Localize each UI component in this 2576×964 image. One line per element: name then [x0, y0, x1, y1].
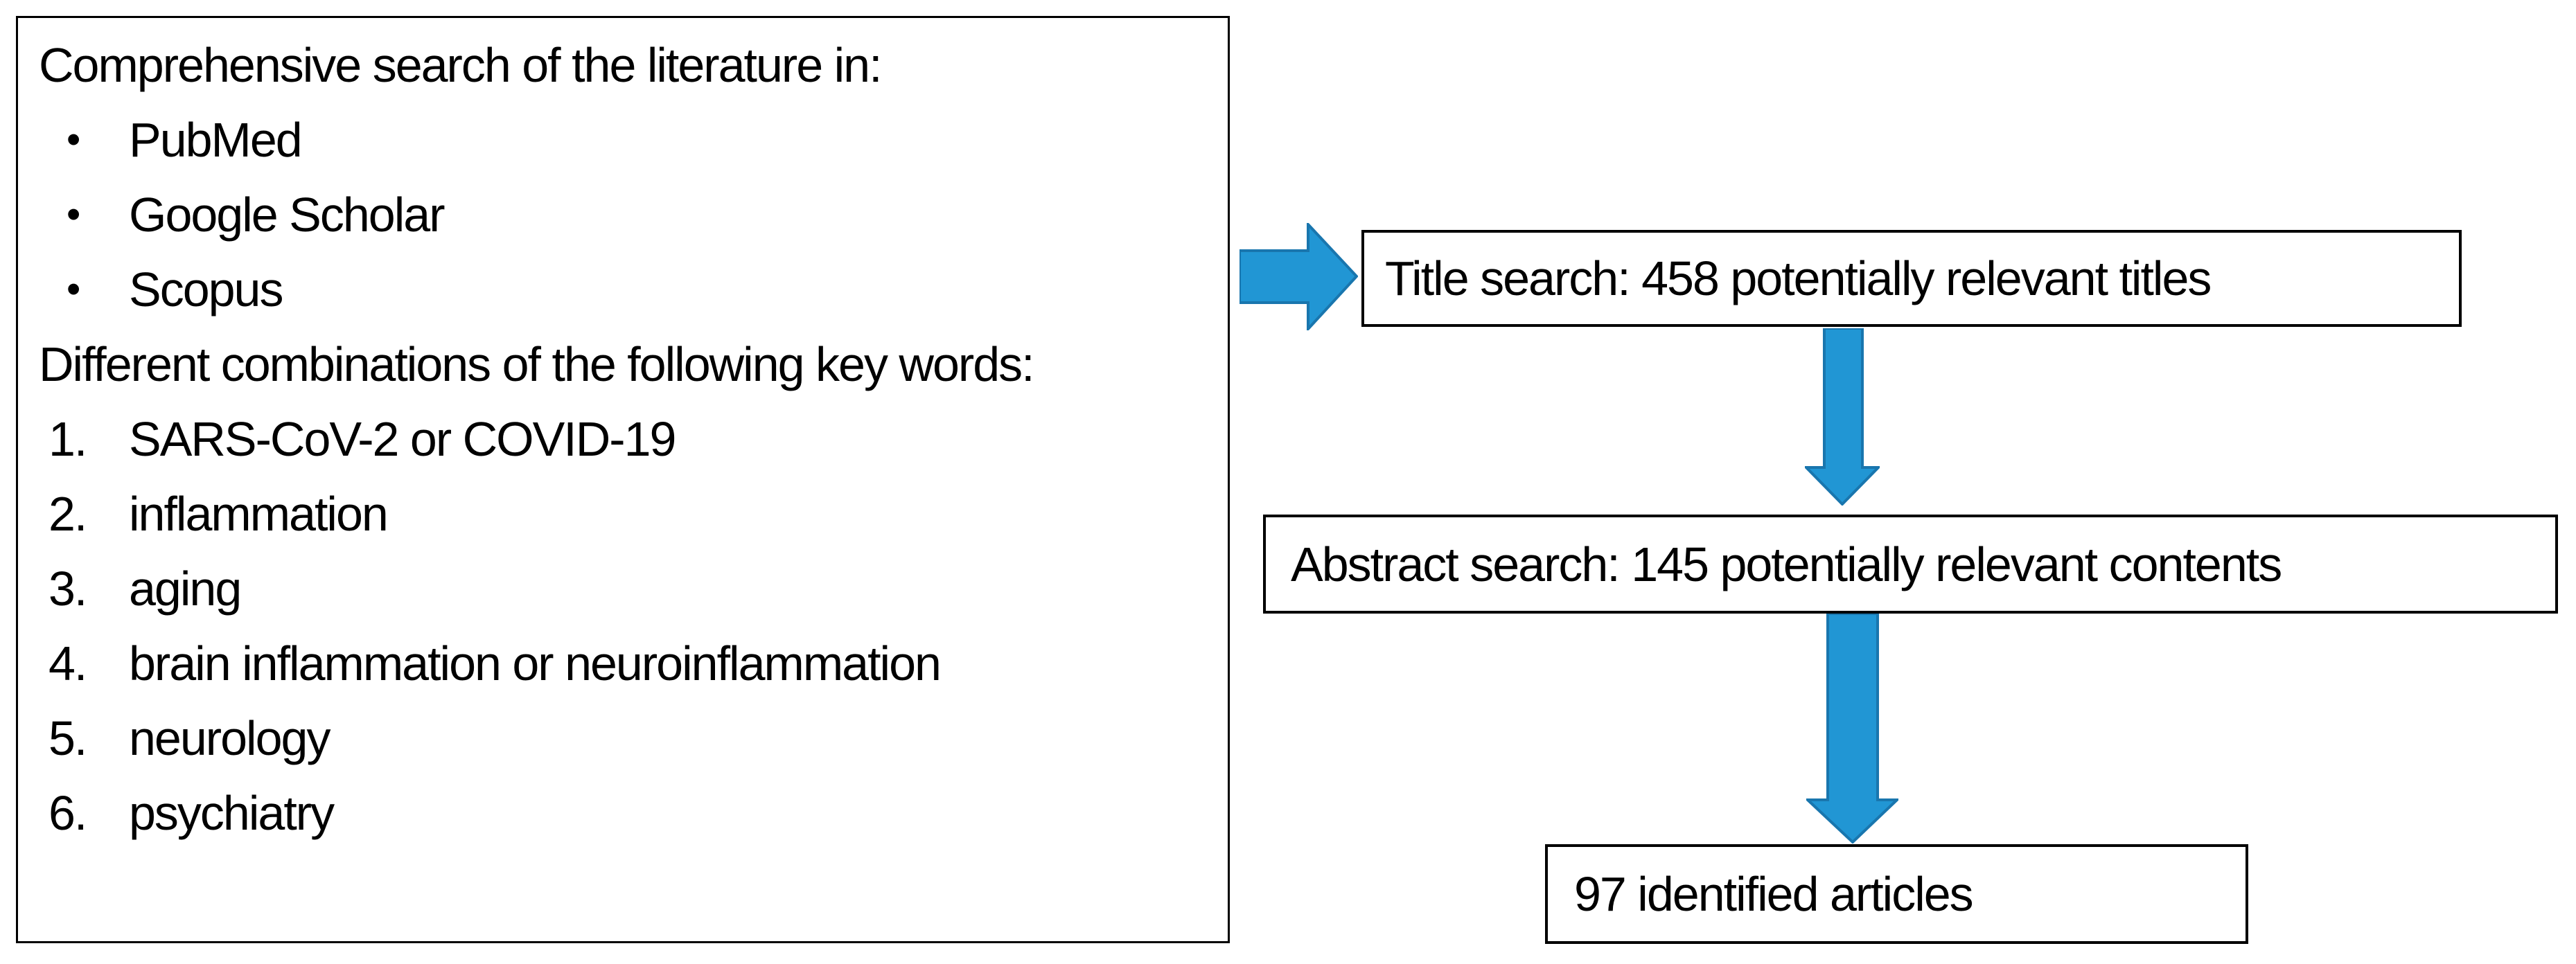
arrow-down-icon — [1805, 328, 1880, 506]
database-label: PubMed — [129, 113, 303, 167]
bullet-icon: • — [67, 192, 80, 237]
arrow-right-icon — [1240, 223, 1358, 330]
list-number: 2. — [48, 487, 87, 541]
keyword-label: neurology — [129, 711, 330, 765]
identified-articles-box: 97 identified articles — [1545, 844, 2248, 944]
keyword-list-item: 5. neurology — [39, 701, 1207, 776]
identified-articles-label: 97 identified articles — [1574, 867, 1974, 921]
list-number: 3. — [48, 562, 87, 616]
keyword-label: psychiatry — [129, 786, 335, 840]
database-list-item: • PubMed — [39, 102, 1207, 177]
keywords-intro-text: Different combinations of the following … — [39, 337, 1035, 391]
bullet-icon: • — [67, 117, 80, 162]
title-search-label: Title search: 458 potentially relevant t… — [1385, 251, 2212, 305]
abstract-search-label: Abstract search: 145 potentially relevan… — [1291, 537, 2282, 591]
database-label: Google Scholar — [129, 188, 445, 242]
keyword-label: aging — [129, 562, 242, 616]
database-list-item: • Scopus — [39, 252, 1207, 327]
keyword-label: inflammation — [129, 487, 389, 541]
keyword-list-item: 4. brain inflammation or neuroinflammati… — [39, 626, 1207, 701]
list-number: 6. — [48, 786, 87, 840]
arrow-down-icon — [1806, 614, 1898, 844]
abstract-search-box: Abstract search: 145 potentially relevan… — [1263, 515, 2558, 614]
keyword-list-item: 3. aging — [39, 551, 1207, 626]
list-number: 5. — [48, 711, 87, 765]
search-strategy-box: Comprehensive search of the literature i… — [16, 16, 1230, 943]
keyword-list-item: 1. SARS-CoV-2 or COVID-19 — [39, 402, 1207, 476]
title-search-box: Title search: 458 potentially relevant t… — [1361, 230, 2462, 327]
database-label: Scopus — [129, 262, 283, 316]
keyword-label: SARS-CoV-2 or COVID-19 — [129, 412, 676, 466]
search-intro-text: Comprehensive search of the literature i… — [39, 38, 883, 92]
list-number: 4. — [48, 636, 87, 690]
list-number: 1. — [48, 412, 87, 466]
keyword-list-item: 6. psychiatry — [39, 776, 1207, 850]
keyword-list-item: 2. inflammation — [39, 476, 1207, 551]
bullet-icon: • — [67, 267, 80, 312]
database-list-item: • Google Scholar — [39, 177, 1207, 252]
keyword-label: brain inflammation or neuroinflammation — [129, 636, 942, 690]
